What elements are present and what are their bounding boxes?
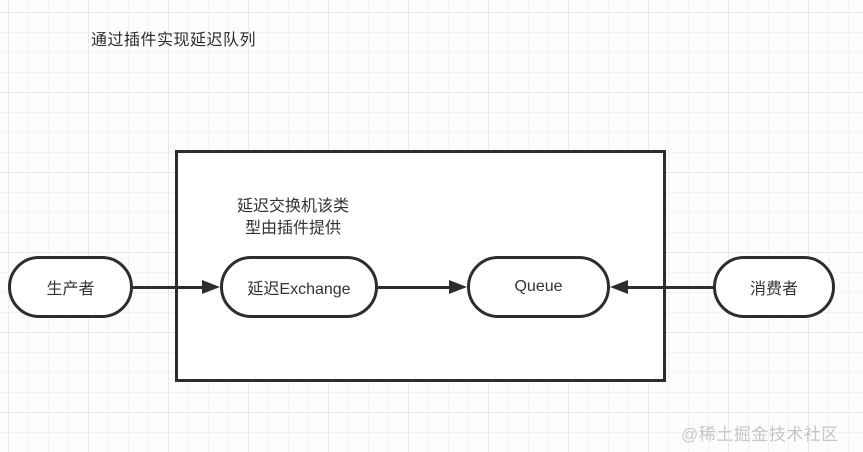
- exchange-annotation-line2: 型由插件提供: [244, 220, 341, 237]
- node-consumer-label: 消费者: [749, 281, 798, 298]
- arrow-consumer-to-queue-head-icon: [610, 280, 628, 294]
- exchange-annotation: 延迟交换机该类 型由插件提供: [213, 196, 373, 240]
- node-producer: 生产者: [8, 256, 133, 318]
- juejin-watermark: @稀土掘金技术社区: [681, 425, 839, 444]
- node-queue: Queue: [467, 256, 610, 318]
- node-delay-exchange-label: 延迟Exchange: [247, 281, 351, 298]
- node-consumer: 消费者: [713, 256, 835, 318]
- node-producer-label: 生产者: [46, 281, 95, 298]
- arrow-consumer-to-queue-line: [626, 285, 713, 289]
- arrow-exchange-to-queue-line: [378, 285, 451, 289]
- node-delay-exchange: 延迟Exchange: [220, 256, 378, 318]
- arrow-producer-to-exchange-line: [133, 285, 204, 289]
- diagram-title: 通过插件实现延迟队列: [91, 32, 257, 49]
- exchange-annotation-line1: 延迟交换机该类: [236, 198, 349, 215]
- node-queue-label: Queue: [514, 278, 563, 295]
- arrow-exchange-to-queue-head-icon: [449, 280, 467, 294]
- arrow-producer-to-exchange-head-icon: [202, 280, 220, 294]
